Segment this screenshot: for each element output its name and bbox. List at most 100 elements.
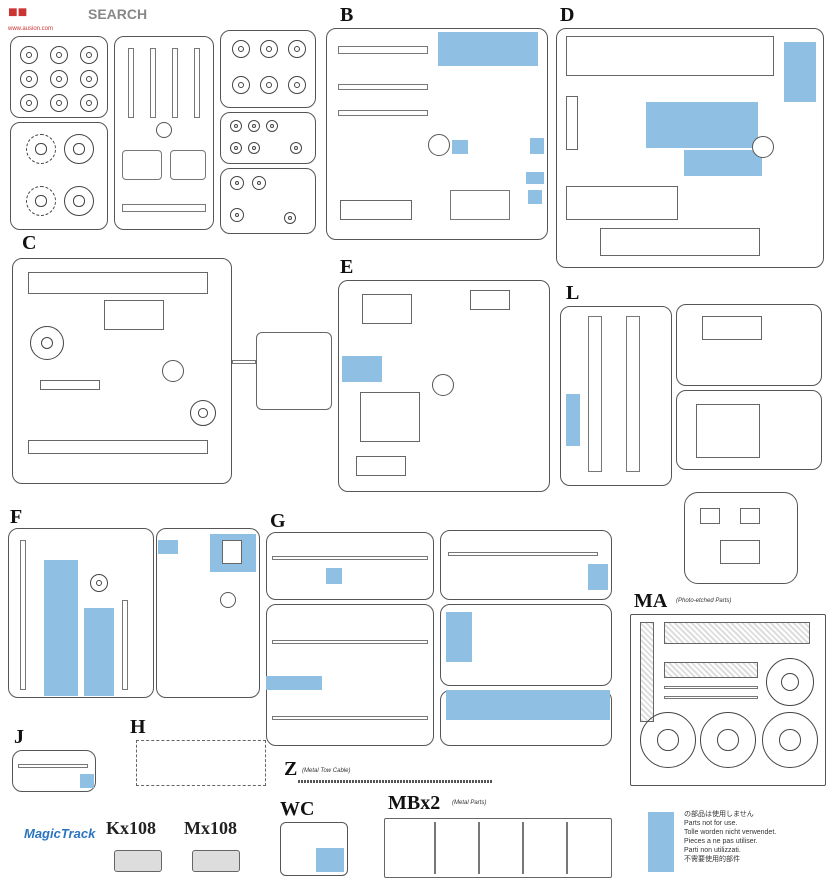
sprue-f-hatch (222, 540, 242, 564)
road-wheel-icon (230, 142, 242, 154)
sprue-gate-icon (162, 360, 184, 382)
sprue-e-block (360, 392, 420, 442)
road-wheel-icon (80, 70, 98, 88)
sprue-f-ring-icon (90, 574, 108, 592)
suspension-bar (122, 204, 206, 212)
sprue-g-unused-part (446, 612, 472, 662)
sprue-label-g: G (270, 510, 286, 532)
sprue-top-left-sprockets (10, 122, 108, 230)
sprue-d-plate (566, 96, 578, 150)
sprue-label-c: C (22, 232, 37, 254)
sprue-subtitle-mbx2: (Metal Parts) (452, 800, 487, 806)
sprue-l-unused-part (566, 394, 580, 446)
sprue-mb-metal-fret (384, 818, 612, 878)
sprue-label-j: J (14, 726, 24, 748)
sprue-b-unused-part (528, 190, 542, 204)
track-kx-label: Kx108 (106, 818, 157, 838)
sprue-g-unused-part (588, 564, 608, 590)
small-fret-part (720, 540, 760, 564)
sprue-l-frame (696, 404, 760, 458)
sprue-d-unused-side (784, 42, 816, 102)
track-link-mx-icon (192, 850, 240, 872)
sprue-label-z: Z (284, 758, 298, 780)
site-url: www.ausion.com (8, 26, 54, 32)
road-wheel-icon (248, 142, 260, 154)
track-link-kx-icon (114, 850, 162, 872)
pe-ring-icon (766, 658, 814, 706)
road-wheel-icon (230, 176, 244, 190)
sprue-d-plate (600, 228, 760, 256)
sprue-g-upper-left (266, 532, 434, 600)
sprue-gate-icon (156, 122, 172, 138)
road-wheel-icon (80, 94, 98, 112)
sprue-j-runner (18, 764, 88, 768)
road-wheel-icon (20, 46, 38, 64)
sprue-g-runner (272, 556, 428, 560)
suspension-rail (172, 48, 178, 118)
pe-strip (664, 696, 758, 699)
sprue-gate-icon (752, 136, 774, 158)
pe-ring-icon (640, 712, 696, 768)
metal-tow-cable (298, 780, 492, 783)
sprue-f-rail (20, 540, 26, 690)
road-wheel-icon (50, 94, 68, 112)
sprue-g-runner (272, 716, 428, 720)
small-fret-part (740, 508, 760, 524)
suspension-rail (150, 48, 156, 118)
sprue-g-unused-part (326, 568, 342, 584)
sprue-b-unused-part (530, 138, 544, 154)
sprue-b-runner (338, 46, 428, 54)
road-wheel-icon (232, 76, 250, 94)
road-wheel-icon (230, 208, 244, 222)
sprue-d-unused-hull-plate (646, 102, 758, 148)
sprue-subtitle-z: (Metal Tow Cable) (302, 768, 351, 774)
sprue-f-unused-track-guard (84, 608, 114, 696)
pe-mesh-screen (640, 622, 654, 722)
sprue-g-unused-strip (446, 690, 610, 720)
magic-track-logo: MagicTrack (24, 826, 96, 841)
sprue-c-plate (104, 300, 164, 330)
sprue-b-runner (450, 190, 510, 220)
sprue-gate-icon (220, 592, 236, 608)
sprue-e-block (362, 294, 412, 324)
idler-wheel-icon (64, 134, 94, 164)
legend-line: の部品は使用しません (684, 811, 754, 818)
sprue-e-unused-part (342, 356, 382, 382)
sprue-l-rail (588, 316, 602, 472)
sprue-f-rail (122, 600, 128, 690)
sprue-subtitle-ma: (Photo-etched Parts) (676, 598, 732, 604)
sprue-b-runner (338, 84, 428, 90)
sprue-g-runner (448, 552, 598, 556)
road-wheel-icon (50, 46, 68, 64)
sprue-f-unused-part (158, 540, 178, 554)
road-wheel-icon (288, 40, 306, 58)
sprue-b-unused-part (452, 140, 468, 154)
sprue-label-e: E (340, 256, 354, 278)
road-wheel-icon (252, 176, 266, 190)
hatch-ring-icon (30, 326, 64, 360)
sprue-g-runner (272, 640, 428, 644)
road-wheel-icon (288, 76, 306, 94)
metal-part-divider (478, 822, 480, 874)
legend-text-block: の部品は使用しません Parts not for use. Tolle word… (684, 810, 830, 864)
legend-line: Tolle worden nicht verwendet. (684, 829, 777, 836)
road-wheel-icon (20, 94, 38, 112)
suspension-arm (170, 150, 206, 180)
sprue-h-hull-plate (136, 740, 266, 786)
road-wheel-icon (20, 70, 38, 88)
legend-swatch (648, 812, 674, 872)
pe-mesh-screen (664, 662, 758, 678)
sprue-gate-icon (432, 374, 454, 396)
sprocket-icon (26, 134, 56, 164)
sprue-d-unused-strip (684, 150, 762, 176)
idler-wheel-icon (64, 186, 94, 216)
sprue-label-wc: WC (280, 798, 315, 820)
sprue-label-ma: MA (634, 590, 668, 612)
sprue-l-rail (626, 316, 640, 472)
sprue-e-block (356, 456, 406, 476)
legend-line: 不需要使用的部件 (684, 856, 740, 863)
sprue-d-plate (566, 186, 678, 220)
sprue-e-block (470, 290, 510, 310)
sprue-j-unused-part (80, 774, 94, 788)
road-wheel-icon (80, 46, 98, 64)
